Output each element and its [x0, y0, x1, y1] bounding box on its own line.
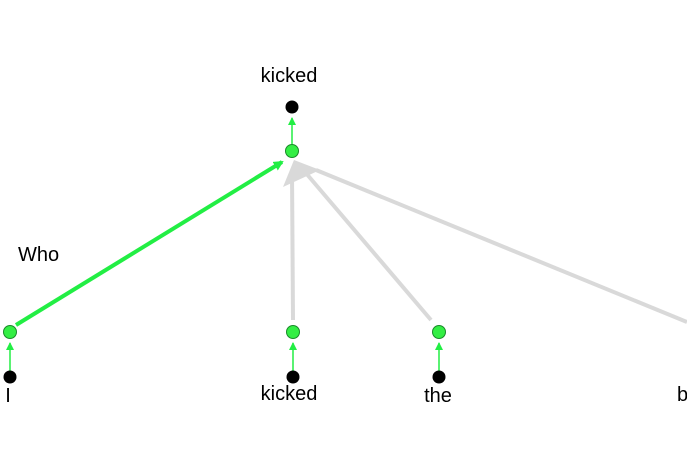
token-attention-node	[432, 325, 446, 339]
root-attention-node	[285, 144, 299, 158]
token-word-label: kicked	[261, 383, 318, 405]
root-word-label: kicked	[261, 65, 318, 87]
edge-b-to-root	[315, 168, 687, 324]
token-node-group: the	[424, 325, 452, 407]
query-label: Who	[18, 244, 59, 266]
token-word-label: I	[5, 385, 11, 407]
edge-kicked-to-root	[290, 171, 295, 321]
token-word-label: the	[424, 385, 452, 407]
root-anchor-node	[285, 100, 299, 114]
token-attention-node	[286, 325, 300, 339]
token-anchor-node	[3, 370, 17, 384]
inactive-edges	[283, 160, 687, 324]
token-attention-node	[3, 325, 17, 339]
token-word-label: b	[677, 384, 687, 406]
edge-the-to-root	[303, 170, 433, 322]
edge-I-to-root	[14, 160, 284, 327]
root-node-group: kicked	[261, 65, 318, 158]
token-anchor-node	[286, 370, 300, 384]
gray-arrowhead	[283, 160, 320, 187]
token-node-group: I	[3, 325, 17, 407]
token-anchor-node	[432, 370, 446, 384]
token-node-group: kicked	[261, 325, 318, 405]
